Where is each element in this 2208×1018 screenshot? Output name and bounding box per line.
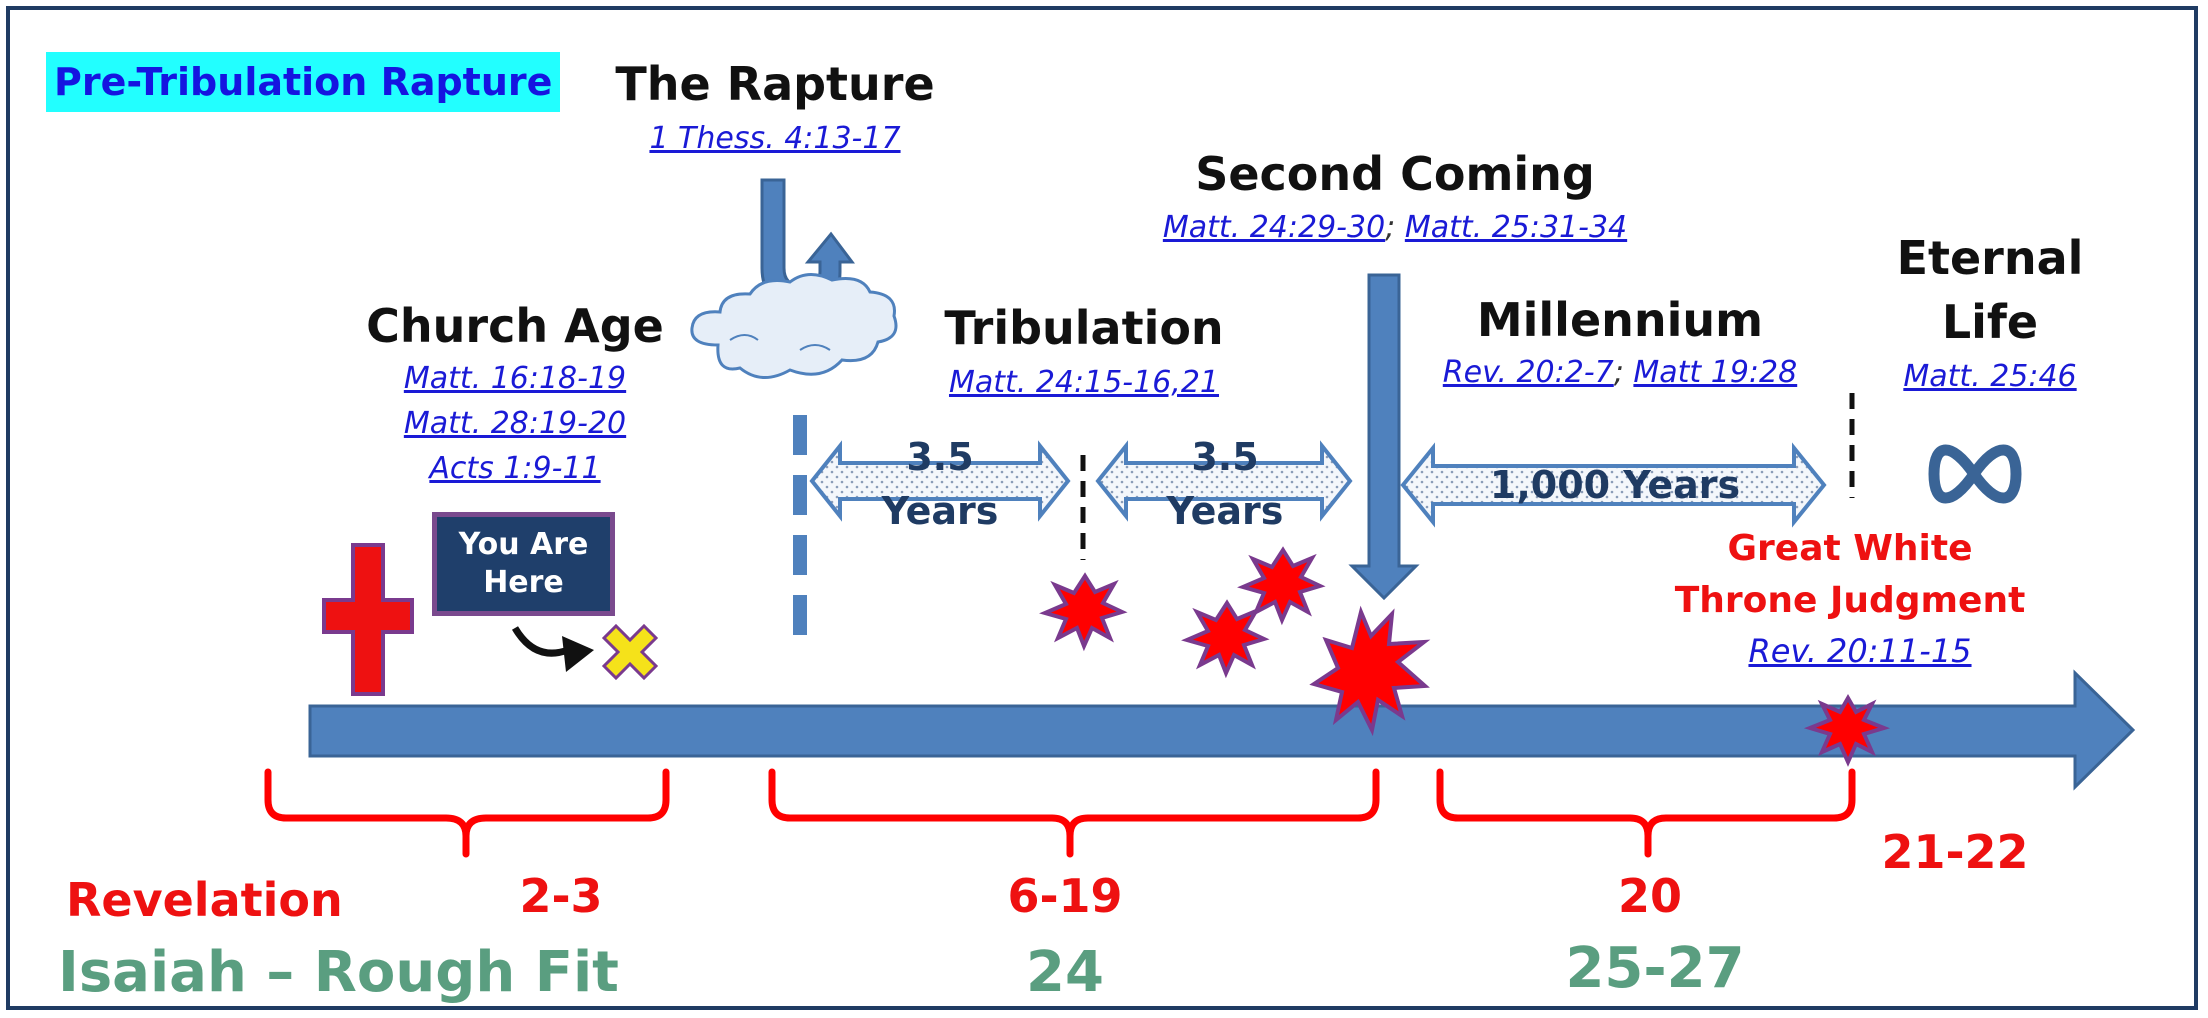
- first-half-label-line1: 3.5: [906, 435, 974, 479]
- explosion-icon: [1803, 693, 1891, 767]
- revelation-chapters-3: 20: [1617, 869, 1682, 923]
- bracket-tribulation: [768, 768, 1380, 858]
- millennium-ref-1[interactable]: Rev. 20:2-7: [1442, 355, 1614, 390]
- second-half-label-line1: 3.5: [1191, 435, 1259, 479]
- pointer-arrow-icon: [511, 626, 594, 672]
- explosion-icon: [1181, 599, 1270, 679]
- second-half-arrow: [1095, 440, 1353, 522]
- cross-icon: [322, 543, 414, 696]
- great-white-throne-line1: Great White: [1727, 528, 1973, 569]
- ref-separator: ;: [1613, 355, 1624, 390]
- church-age-ref-1[interactable]: Matt. 16:18-19: [403, 361, 627, 396]
- millennium-period-label: 1,000 Years: [1489, 463, 1741, 507]
- millennium-ref-2[interactable]: Matt 19:28: [1633, 355, 1798, 390]
- down-arrow-icon: [1348, 273, 1420, 601]
- tribulation-ref-1[interactable]: Matt. 24:15-16,21: [948, 365, 1220, 400]
- rapture-title: The Rapture: [615, 57, 935, 111]
- millennium-arrow: [1400, 442, 1827, 528]
- second-coming-ref-2[interactable]: Matt. 25:31-34: [1404, 210, 1628, 245]
- eternal-life-title-line1: Eternal: [1896, 231, 2084, 285]
- timeline-arrow: [308, 669, 2136, 791]
- millennium-refs: Rev. 20:2-7; Matt 19:28: [1390, 352, 1850, 394]
- cloud-icon: [690, 273, 898, 379]
- second-coming-refs: Matt. 24:29-30; Matt. 25:31-34: [1095, 207, 1695, 249]
- infinity-icon: [1928, 444, 2022, 504]
- first-half-arrow: [809, 440, 1071, 522]
- isaiah-chapters-2: 25-27: [1565, 936, 1745, 1001]
- church-age-title: Church Age: [366, 299, 664, 353]
- bracket-church-age: [264, 768, 670, 858]
- diagram-frame: [6, 6, 2198, 1010]
- isaiah-label: Isaiah – Rough Fit: [58, 940, 619, 1005]
- great-white-throne-ref[interactable]: Rev. 20:11-15: [1748, 632, 1972, 670]
- revelation-chapters-1: 2-3: [519, 869, 603, 923]
- rapture-ref-1[interactable]: 1 Thess. 4:13-17: [649, 121, 901, 156]
- isaiah-chapters-1: 24: [1026, 940, 1104, 1005]
- church-age-ref-2[interactable]: Matt. 28:19-20: [403, 406, 627, 441]
- you-are-here-box: You Are Here: [432, 512, 615, 616]
- tribulation-title: Tribulation: [944, 301, 1224, 355]
- bracket-millennium: [1436, 768, 1856, 858]
- second-coming-title: Second Coming: [1195, 147, 1595, 201]
- explosion-icon: [1309, 605, 1431, 737]
- church-age-ref-3[interactable]: Acts 1:9-11: [429, 451, 601, 486]
- x-mark-icon: [601, 623, 659, 681]
- explosion-icon: [1237, 546, 1326, 626]
- you-are-here-line2: Here: [483, 565, 564, 600]
- revelation-label: Revelation: [66, 873, 343, 927]
- millennium-title: Millennium: [1476, 293, 1764, 347]
- eternal-life-ref-1[interactable]: Matt. 25:46: [1903, 359, 2077, 394]
- eternal-life-title-line2: Life: [1941, 295, 2039, 349]
- title-badge: Pre-Tribulation Rapture: [46, 52, 561, 112]
- explosion-icon: [1039, 572, 1128, 652]
- ref-separator: ;: [1385, 210, 1396, 245]
- second-half-label-line2: Years: [1166, 489, 1284, 533]
- revelation-chapters-2: 6-19: [1007, 869, 1123, 923]
- revelation-chapters-4: 21-22: [1881, 825, 2029, 879]
- great-white-throne-line2: Throne Judgment: [1674, 580, 2026, 621]
- second-coming-ref-1[interactable]: Matt. 24:29-30: [1162, 210, 1386, 245]
- you-are-here-line1: You Are: [458, 527, 589, 562]
- first-half-label-line2: Years: [881, 489, 999, 533]
